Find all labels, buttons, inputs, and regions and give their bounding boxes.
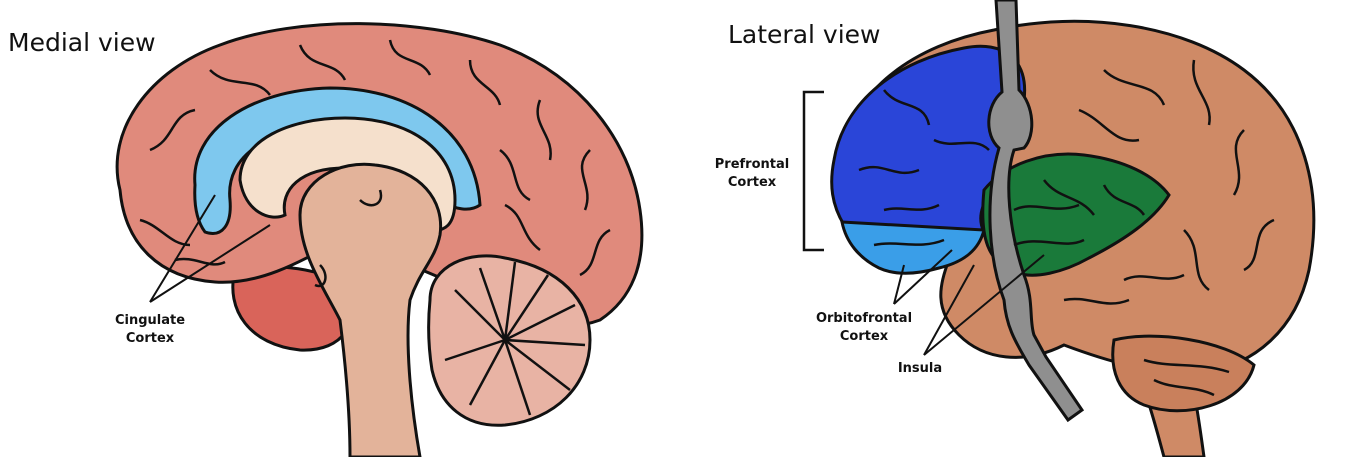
medial-brain-illustration <box>0 0 684 457</box>
orbitofrontal-label-line1: Orbitofrontal <box>804 310 924 328</box>
lateral-view-title: Lateral view <box>728 20 881 49</box>
orbitofrontal-label-line2: Cortex <box>804 328 924 346</box>
cingulate-label-line1: Cingulate <box>100 312 200 330</box>
medial-view-panel: Medial view Cingulate Cortex <box>0 0 684 457</box>
insula-label: Insula <box>880 360 960 378</box>
prefrontal-bracket <box>804 92 824 250</box>
lateral-view-panel: Lateral view Prefrontal Cortex Orbitofro… <box>684 0 1368 457</box>
prefrontal-label-line1: Prefrontal <box>702 156 802 174</box>
cingulate-label-line2: Cortex <box>100 330 200 348</box>
lateral-brain-illustration <box>684 0 1368 457</box>
orbitofrontal-cortex-label: Orbitofrontal Cortex <box>804 310 924 346</box>
prefrontal-label-line2: Cortex <box>702 174 802 192</box>
cingulate-cortex-label: Cingulate Cortex <box>100 312 200 348</box>
medial-view-title: Medial view <box>8 28 156 57</box>
prefrontal-cortex-label: Prefrontal Cortex <box>702 156 802 192</box>
